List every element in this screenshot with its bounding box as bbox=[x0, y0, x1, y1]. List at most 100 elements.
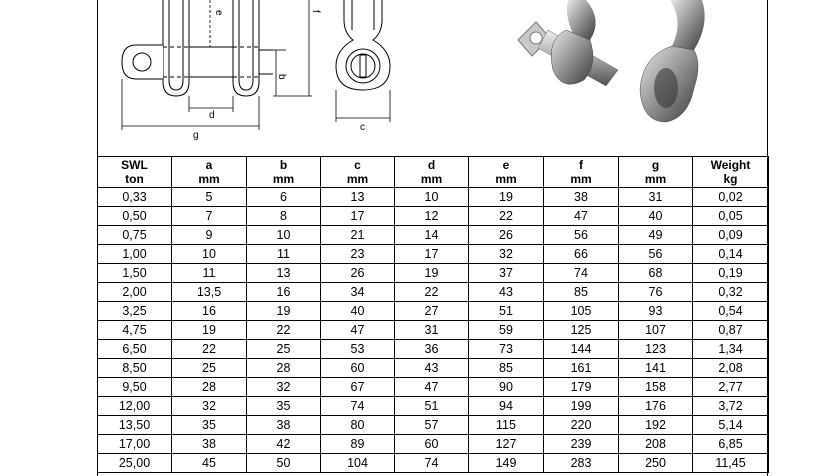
column-header-name: f bbox=[579, 158, 583, 172]
table-cell: 0,32 bbox=[692, 282, 769, 302]
table-cell: 2,00 bbox=[97, 282, 172, 302]
dim-label-d: d bbox=[209, 110, 215, 121]
table-cell: 17 bbox=[394, 244, 469, 264]
table-cell: 21 bbox=[320, 225, 395, 245]
column-header-name: a bbox=[205, 158, 213, 172]
column-header-unit: mm bbox=[644, 172, 667, 186]
table-cell: 141 bbox=[618, 358, 693, 378]
side-view bbox=[335, 0, 391, 91]
table-cell: 31 bbox=[618, 187, 693, 207]
table-cell: 2,77 bbox=[692, 377, 769, 397]
table-cell: 28 bbox=[246, 358, 321, 378]
table-cell: 35 bbox=[246, 396, 321, 416]
table-cell: 22 bbox=[246, 320, 321, 340]
table-cell: 0,54 bbox=[692, 301, 769, 321]
table-cell: 5 bbox=[171, 187, 247, 207]
table-cell: 9,50 bbox=[97, 377, 172, 397]
table-cell: 6,85 bbox=[692, 434, 769, 454]
table-cell: 94 bbox=[468, 396, 544, 416]
table-cell: 12,00 bbox=[97, 396, 172, 416]
table-cell: 38 bbox=[171, 434, 247, 454]
table-cell: 32 bbox=[468, 244, 544, 264]
table-cell: 5,14 bbox=[692, 415, 769, 435]
table-cell: 3,25 bbox=[97, 301, 172, 321]
table-cell: 199 bbox=[543, 396, 619, 416]
table-cell: 144 bbox=[543, 339, 619, 359]
table-cell: 0,19 bbox=[692, 263, 769, 283]
table-cell: 16 bbox=[171, 301, 247, 321]
table-cell: 51 bbox=[394, 396, 469, 416]
table-cell: 38 bbox=[543, 187, 619, 207]
table-cell: 17 bbox=[320, 206, 395, 226]
table-cell: 192 bbox=[618, 415, 693, 435]
table-cell: 250 bbox=[618, 453, 693, 473]
table-cell: 50 bbox=[246, 453, 321, 473]
table-cell: 19 bbox=[468, 187, 544, 207]
table-cell: 0,02 bbox=[692, 187, 769, 207]
table-cell: 13 bbox=[246, 263, 321, 283]
table-cell: 74 bbox=[543, 263, 619, 283]
table-cell: 0,87 bbox=[692, 320, 769, 340]
table-cell: 3,72 bbox=[692, 396, 769, 416]
table-cell: 19 bbox=[246, 301, 321, 321]
table-cell: 51 bbox=[468, 301, 544, 321]
dim-label-g: g bbox=[193, 130, 199, 141]
column-header-name: e bbox=[502, 158, 510, 172]
table-cell: 2,08 bbox=[692, 358, 769, 378]
column-header-name: g bbox=[651, 158, 660, 172]
table-cell: 4,75 bbox=[97, 320, 172, 340]
table-cell: 32 bbox=[246, 377, 321, 397]
column-header-name: c bbox=[354, 158, 361, 172]
table-cell: 37 bbox=[468, 263, 544, 283]
table-cell: 161 bbox=[543, 358, 619, 378]
table-cell: 7 bbox=[171, 206, 247, 226]
table-cell: 6,50 bbox=[97, 339, 172, 359]
column-header-unit: ton bbox=[125, 172, 144, 186]
table-cell: 11 bbox=[171, 263, 247, 283]
column-header-name: d bbox=[427, 158, 436, 172]
table-cell: 6 bbox=[246, 187, 321, 207]
dim-label-e: e bbox=[213, 10, 224, 16]
table-cell: 60 bbox=[394, 434, 469, 454]
table-cell: 32 bbox=[171, 396, 247, 416]
table-cell: 36 bbox=[394, 339, 469, 359]
table-cell: 123 bbox=[618, 339, 693, 359]
table-cell: 74 bbox=[320, 396, 395, 416]
table-cell: 105 bbox=[543, 301, 619, 321]
table-cell: 9 bbox=[171, 225, 247, 245]
table-cell: 90 bbox=[468, 377, 544, 397]
table-cell: 0,75 bbox=[97, 225, 172, 245]
table-cell: 208 bbox=[618, 434, 693, 454]
table-cell: 158 bbox=[618, 377, 693, 397]
table-cell: 57 bbox=[394, 415, 469, 435]
table-cell: 40 bbox=[618, 206, 693, 226]
table-cell: 10 bbox=[171, 244, 247, 264]
table-cell: 22 bbox=[394, 282, 469, 302]
table-cell: 179 bbox=[543, 377, 619, 397]
table-cell: 43 bbox=[468, 282, 544, 302]
column-header-unit: mm bbox=[198, 172, 220, 186]
table-cell: 93 bbox=[618, 301, 693, 321]
table-cell: 0,50 bbox=[97, 206, 172, 226]
table-cell: 22 bbox=[171, 339, 247, 359]
table-cell: 47 bbox=[320, 320, 395, 340]
front-view bbox=[121, 0, 273, 97]
table-cell: 19 bbox=[171, 320, 247, 340]
table-cell: 127 bbox=[468, 434, 544, 454]
table-cell: 25 bbox=[246, 339, 321, 359]
